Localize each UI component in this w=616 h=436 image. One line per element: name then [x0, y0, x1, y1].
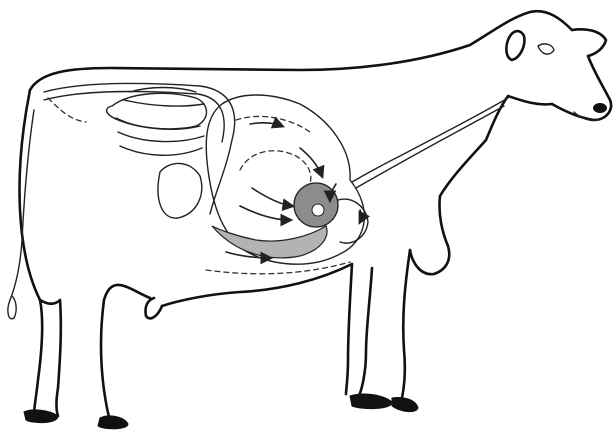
small-intestine: [107, 88, 207, 156]
hooves: [24, 394, 418, 429]
digestive-tract: [44, 84, 508, 274]
